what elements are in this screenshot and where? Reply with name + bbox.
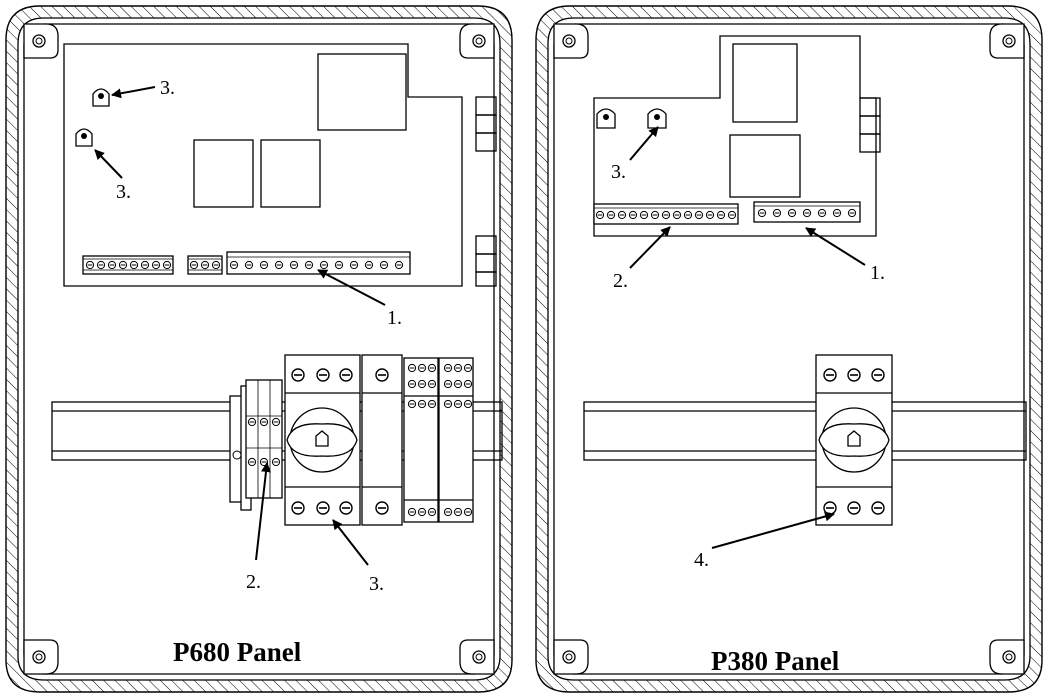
callout-label: 2. [613, 270, 628, 292]
terminal-block [82, 255, 174, 275]
callout-label: 3. [160, 77, 175, 99]
callout-label: 3. [116, 181, 131, 203]
p380-panel: 3. 2. 1. 4. P380 Panel [535, 5, 1043, 693]
callout-label: 3. [611, 161, 626, 183]
callout-label: 4. [694, 549, 709, 571]
callout-label: 3. [369, 573, 384, 595]
callout-labels-right: 3. 2. 1. 4. [611, 161, 885, 571]
mount-post [647, 108, 667, 129]
mount-post [75, 128, 93, 147]
enclosure-right [535, 5, 1043, 693]
terminal-block [753, 201, 861, 223]
breaker-module [361, 354, 403, 526]
panel-title: P680 Panel [173, 637, 302, 667]
mount-post [92, 88, 110, 107]
disconnect-switch-right [815, 354, 893, 526]
callout-labels-left: 3. 3. 1. 2. 3. [116, 77, 402, 595]
callout-label: 1. [387, 307, 402, 329]
callout-label: 1. [870, 262, 885, 284]
p680-panel: 3. 3. 1. 2. 3. P680 Panel [5, 5, 513, 693]
circuit-board-left [63, 43, 497, 287]
panel-title: P380 Panel [711, 646, 840, 676]
circuit-board-right [593, 35, 881, 237]
callout-arrows-left [94, 86, 386, 566]
terminal-pair [403, 357, 474, 523]
terminal-stack [229, 379, 283, 511]
callout-label: 2. [246, 571, 261, 593]
callout-arrows-right [629, 126, 866, 549]
terminal-block [593, 203, 739, 225]
din-rail-right [583, 401, 1027, 461]
mount-post [596, 108, 616, 129]
terminal-block [187, 255, 223, 275]
disconnect-switch-left [284, 354, 361, 526]
